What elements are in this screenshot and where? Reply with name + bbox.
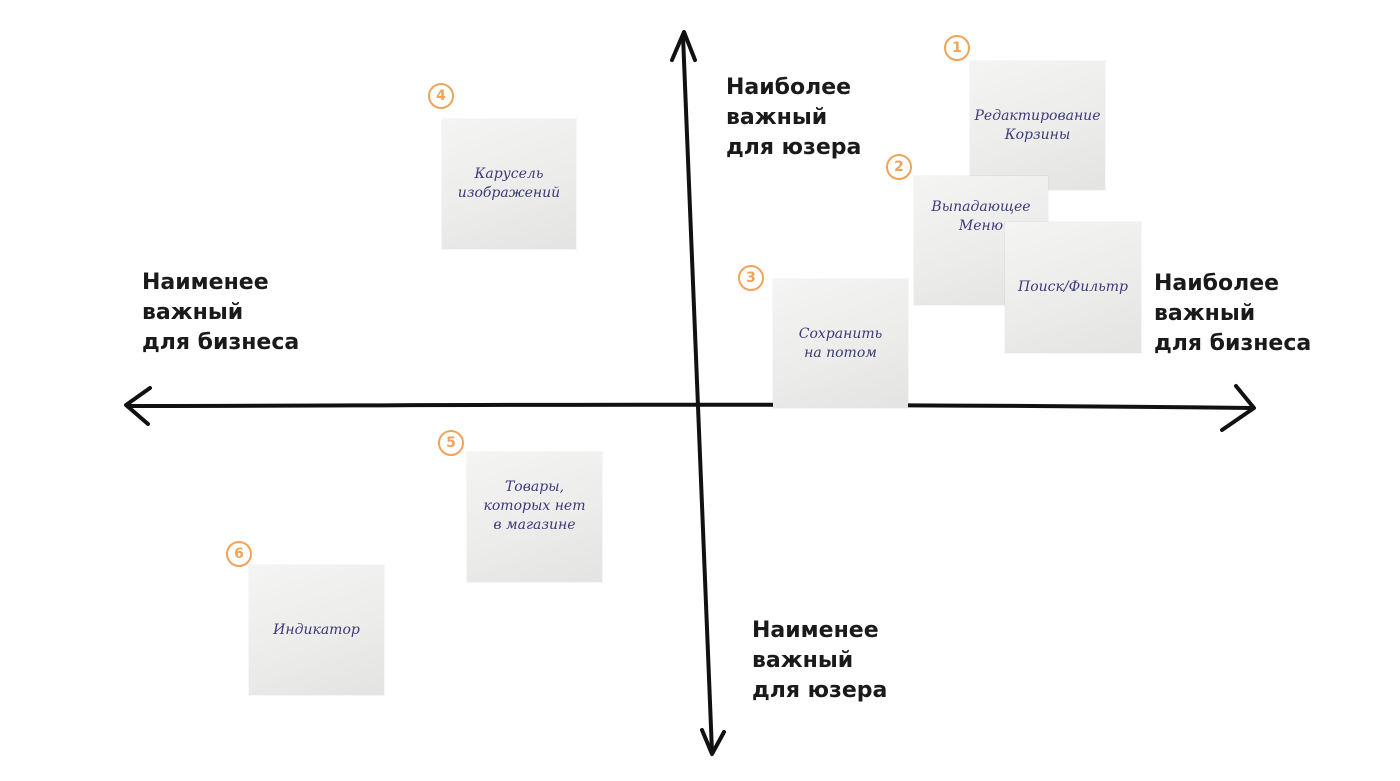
right-arrowhead	[1220, 384, 1256, 432]
sticky-note-image-carousel: Карусель изображений	[442, 119, 576, 249]
top-arrowhead	[670, 30, 697, 62]
note-text: Сохранить на потом	[798, 325, 883, 361]
sticky-note-out-of-stock: Товары, которых нет в магазине	[467, 452, 602, 582]
sticky-note-indicator: Индикатор	[249, 565, 384, 695]
axis-label-right-line: для бизнеса	[1154, 331, 1312, 356]
note-text: Индикатор	[273, 621, 360, 638]
left-arrowhead	[124, 386, 152, 426]
note-text: Карусель изображений	[457, 166, 561, 201]
bottom-arrowhead	[700, 728, 726, 756]
note-number-badge: 2	[886, 154, 912, 180]
note-text: Редактирование Корзины	[974, 107, 1101, 143]
note-text: Товары, которых нет в магазине	[483, 479, 586, 533]
sticky-note-save-for-later: Сохранить на потом	[773, 279, 908, 408]
axis-label-bottom-line: для юзера	[752, 678, 888, 703]
note-number-badge: 4	[428, 83, 454, 109]
axis-label-left-line: для бизнеса	[142, 330, 300, 355]
note-number-badge: 1	[944, 35, 970, 61]
note-text: Выпадающее Меню	[931, 199, 1031, 234]
axis-label-top-line: важный	[726, 105, 828, 130]
horizontal-axis-line	[126, 402, 1254, 410]
sticky-note-cart-editing: Редактирование Корзины	[970, 61, 1105, 190]
axis-label-top-line: для юзера	[726, 135, 862, 160]
axis-label-bottom: Наименее важный для юзера	[752, 616, 887, 706]
axis-label-bottom-line: Наименее	[752, 618, 879, 643]
axis-label-left: Наименее важный для бизнеса	[142, 268, 299, 358]
note-number-badge: 5	[438, 430, 464, 456]
axis-label-right-line: важный	[1154, 301, 1256, 326]
axis-label-left-line: Наименее	[142, 270, 269, 295]
axis-label-right: Наиболее важный для бизнеса	[1154, 269, 1311, 359]
note-number-badge: 3	[738, 265, 764, 291]
note-number-badge: 6	[226, 541, 252, 567]
sticky-note-search-filter: Поиск/Фильтр	[1005, 222, 1141, 353]
vertical-axis-line	[681, 34, 714, 754]
note-text: Поиск/Фильтр	[1018, 279, 1128, 295]
axis-label-right-line: Наиболее	[1154, 271, 1280, 296]
axis-label-top: Наиболее важный для юзера	[726, 73, 861, 163]
axis-label-left-line: важный	[142, 300, 244, 325]
axis-label-bottom-line: важный	[752, 648, 854, 673]
axis-label-top-line: Наиболее	[726, 75, 852, 100]
